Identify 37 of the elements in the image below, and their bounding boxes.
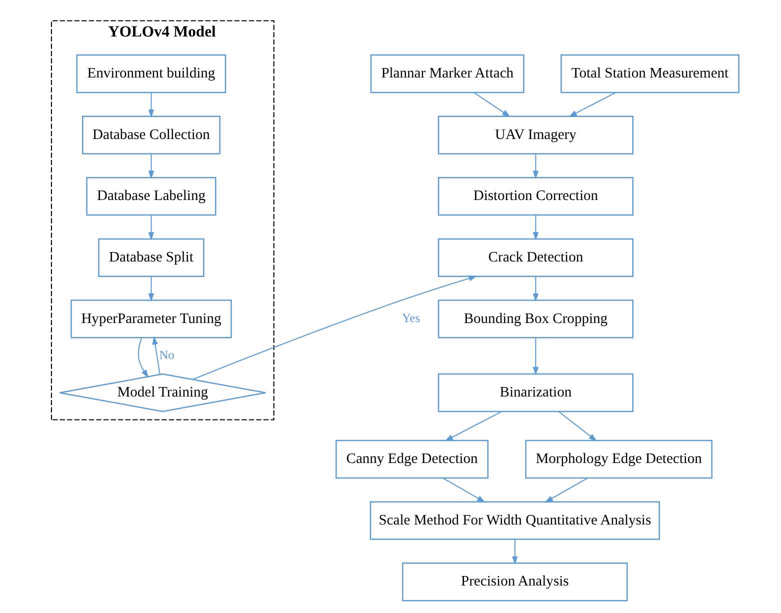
arrow	[473, 92, 510, 118]
arrow	[568, 92, 616, 117]
node-box: Crack Detection	[437, 238, 633, 277]
arrow	[532, 215, 538, 240]
arrow	[148, 215, 154, 240]
edge-label: Yes	[401, 311, 420, 326]
node-box: Plannar Marker Attach	[370, 54, 524, 94]
arrow	[152, 336, 160, 374]
edge-label: No	[158, 348, 174, 362]
arrow	[148, 276, 154, 302]
arrow	[442, 478, 485, 503]
arrow	[148, 92, 154, 118]
arrow	[512, 539, 518, 565]
arrow	[148, 154, 154, 180]
arrow	[137, 338, 148, 378]
arrow	[532, 154, 538, 180]
arrow	[532, 338, 538, 376]
arrow	[532, 276, 538, 302]
node-box: Binarization	[437, 373, 633, 412]
node-diamond: Model Training	[58, 373, 266, 412]
node-box: Scale Method For Width Quantitative Analysis	[369, 501, 660, 540]
arrow	[444, 411, 502, 442]
node-box: Canny Edge Detection	[335, 440, 488, 479]
node-box: UAV Imagery	[437, 116, 633, 154]
node-box: Morphology Edge Detection	[524, 440, 712, 479]
node-box: Precision Analysis	[402, 562, 628, 602]
node-box: Distortion Correction	[437, 177, 633, 216]
node-box: Database Labeling	[86, 177, 216, 216]
arrow	[192, 276, 477, 380]
arrow	[558, 411, 597, 442]
node-box: Bounding Box Cropping	[437, 300, 633, 338]
node-box: Database Collection	[82, 116, 220, 154]
node-box: Environment building	[76, 54, 226, 94]
arrow	[544, 478, 588, 503]
node-box: HyperParameter Tuning	[70, 300, 232, 338]
node-box: Total Station Measurement	[560, 54, 739, 94]
node-box: Database Split	[98, 238, 204, 277]
